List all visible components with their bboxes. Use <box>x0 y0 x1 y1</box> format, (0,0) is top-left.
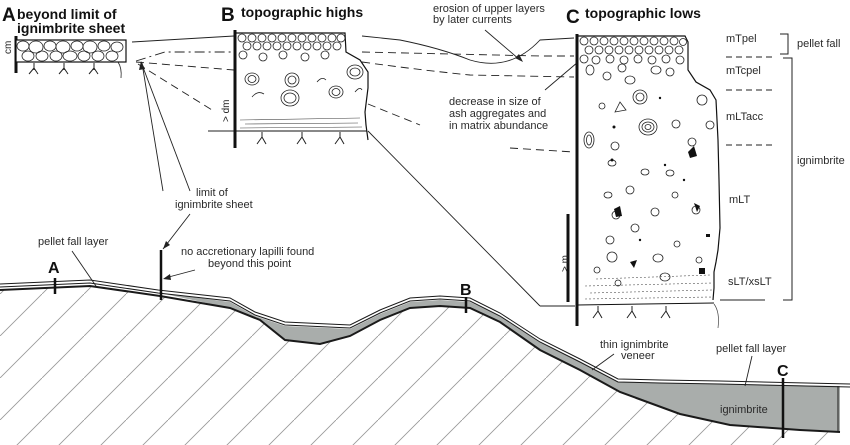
decrease-annotation-line3: in matrix abundance <box>449 120 549 132</box>
ignimbrite-body-trough <box>160 293 840 432</box>
bedrock-surface-line <box>0 284 841 433</box>
profile-marker-a: A <box>48 260 60 277</box>
ignimbrite-fill-label: ignimbrite <box>720 404 768 416</box>
group-ignimbrite: ignimbrite <box>797 155 845 167</box>
decrease-annotation-line2: ash aggregates and <box>449 108 547 120</box>
no-lapilli-annotation-line2: beyond this point <box>208 258 292 270</box>
section-c-title: topographic lows <box>585 5 701 21</box>
unit-mltacc: mLTacc <box>726 111 764 123</box>
section-b-letter: B <box>221 5 235 26</box>
section-c-scale: > m <box>560 255 571 272</box>
section-c-letter: C <box>566 7 580 28</box>
section-a-letter: A <box>2 5 16 26</box>
bracket-pellet-fall <box>780 33 789 55</box>
erosion-annotation-line2: by later currents <box>433 14 512 26</box>
decrease-annotation-line1: decrease in size of <box>449 96 541 108</box>
unit-mtpel: mTpel <box>726 33 757 45</box>
group-pellet-fall: pellet fall <box>797 38 841 50</box>
section-a-column <box>14 36 127 79</box>
section-b-title: topographic highs <box>241 4 364 20</box>
section-b-column <box>233 30 369 148</box>
erosion-annotation-line1: erosion of upper layers <box>433 3 545 15</box>
section-a-scale: cm <box>3 40 14 54</box>
thin-veneer-label-line2: veneer <box>621 350 655 362</box>
pellet-fall-label-left: pellet fall layer <box>38 236 109 248</box>
pellet-fall-label-right: pellet fall layer <box>716 343 787 355</box>
profile-marker-c: C <box>777 363 789 380</box>
thin-veneer-label-line1: thin ignimbrite <box>600 339 669 351</box>
section-a-title-line2: ignimbrite sheet <box>17 20 126 36</box>
pellet-fall-layer-line <box>0 279 850 385</box>
leader-pellet-fall-right <box>744 355 753 387</box>
bedrock-hatched <box>0 286 850 445</box>
section-b-scale: > dm <box>221 99 232 122</box>
leader-thin-veneer <box>591 353 615 371</box>
limit-annotation-line1: limit of <box>196 187 228 199</box>
section-c-column <box>566 34 721 329</box>
unit-mlt: mLT <box>729 194 751 206</box>
section-a-title-line1: beyond limit of <box>17 6 117 22</box>
limit-annotation-line2: ignimbrite sheet <box>175 199 253 211</box>
leader-pellet-fall-left <box>71 250 97 287</box>
bracket-ignimbrite <box>783 57 793 301</box>
unit-mtcpel: mTcpel <box>726 65 761 77</box>
no-lapilli-annotation-line1: no accretionary lapilli found <box>181 246 315 258</box>
profile-marker-b: B <box>460 282 472 299</box>
unit-slt-xslt: sLT/xsLT <box>728 276 772 288</box>
